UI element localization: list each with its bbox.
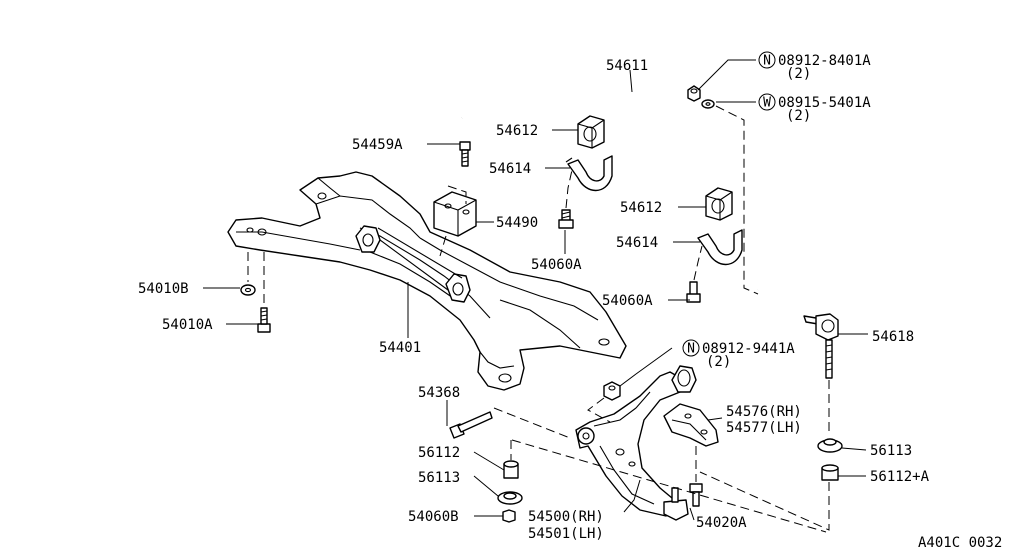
- label-54368: 54368: [418, 385, 460, 401]
- nut-icon: [687, 85, 701, 102]
- label-9441a-qty: (2): [706, 354, 731, 370]
- label-56113-right: 56113: [870, 443, 912, 459]
- label-54010b: 54010B: [138, 281, 189, 297]
- label-08912-9441a: 08912-9441A: [702, 341, 795, 357]
- leader-lines: [203, 59, 868, 521]
- bushing-56113-left-icon: [497, 491, 523, 505]
- part-labels: 54611 08912-8401A (2) 08915-5401A (2) 54…: [138, 53, 1002, 551]
- callout-w-5401a: W: [758, 93, 776, 111]
- label-54577: 54577(LH): [726, 420, 802, 436]
- svg-text:N: N: [687, 342, 695, 357]
- label-54010a: 54010A: [162, 317, 213, 333]
- nut-54060b-icon: [502, 509, 516, 523]
- nut-9441a-icon: [603, 381, 621, 401]
- callout-n-9441a: N: [682, 339, 700, 357]
- label-54020a: 54020A: [696, 515, 747, 531]
- svg-text:W: W: [763, 96, 771, 111]
- label-54060b: 54060B: [408, 509, 459, 525]
- bushing-56112-icon: [503, 460, 519, 479]
- bracket-icon: [663, 403, 719, 447]
- label-54060a-upper: 54060A: [531, 257, 582, 273]
- bolt-54020a-icon: [689, 483, 703, 507]
- label-54459a: 54459A: [352, 137, 403, 153]
- bolt-54010a-icon: [257, 307, 271, 333]
- clamp-lower-icon: [697, 229, 743, 266]
- label-54490: 54490: [496, 215, 538, 231]
- lower-arm: [575, 365, 697, 521]
- clamp-upper-icon: [565, 155, 613, 192]
- label-54612-lower: 54612: [620, 200, 662, 216]
- washer-icon: [701, 99, 715, 109]
- label-56113-left: 56113: [418, 470, 460, 486]
- stabilizer-bar: [461, 80, 878, 292]
- stabilizer-link: [803, 313, 839, 379]
- label-5401a-qty: (2): [786, 108, 811, 124]
- svg-text:N: N: [763, 54, 771, 69]
- label-54618: 54618: [872, 329, 914, 345]
- label-08912-8401a: 08912-8401A: [778, 53, 871, 69]
- label-54614-upper: 54614: [489, 161, 531, 177]
- label-56112: 56112: [418, 445, 460, 461]
- mount-block-icon: [433, 191, 477, 237]
- label-54576: 54576(RH): [726, 404, 802, 420]
- figure-code: A401C 0032: [918, 535, 1002, 551]
- label-54401: 54401: [379, 340, 421, 356]
- label-54500: 54500(RH): [528, 509, 604, 525]
- callout-n-8401a: N: [758, 51, 776, 69]
- bolt-upper-icon: [558, 209, 574, 229]
- bushing-56113-right-icon: [817, 438, 843, 453]
- label-54501: 54501(LH): [528, 526, 604, 542]
- label-08915-5401a: 08915-5401A: [778, 95, 871, 111]
- bolt-lower-icon: [686, 281, 701, 303]
- label-54611: 54611: [606, 58, 648, 74]
- label-54612-upper: 54612: [496, 123, 538, 139]
- bolt-54368-icon: [449, 411, 493, 439]
- label-54614-lower: 54614: [616, 235, 658, 251]
- label-8401a-qty: (2): [786, 66, 811, 82]
- washer-54010b-icon: [240, 284, 256, 296]
- label-56112a: 56112+A: [870, 469, 930, 485]
- bushing-upper-icon: [577, 115, 605, 149]
- label-54060a-lower: 54060A: [602, 293, 653, 309]
- bushing-56112a-icon: [821, 464, 839, 481]
- crossmember: [227, 171, 627, 391]
- bushing-lower-icon: [705, 187, 733, 221]
- bolt-54459a-icon: [459, 141, 471, 167]
